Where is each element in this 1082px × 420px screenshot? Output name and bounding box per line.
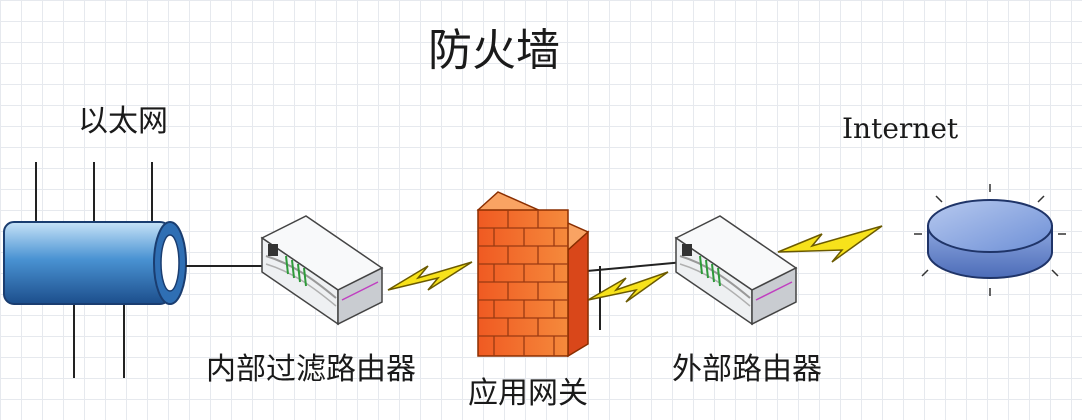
internal-router-icon (261, 215, 383, 325)
gateway-to-router-line (575, 261, 685, 273)
internet-cloud-icon (914, 184, 1066, 296)
page-title: 防火墙 (428, 25, 560, 76)
internal-filter-router-label: 内部过滤路由器 (206, 352, 416, 387)
external-router-label: 外部路由器 (672, 352, 822, 387)
lightning-link-icon (587, 271, 669, 303)
external-router-icon (675, 215, 797, 325)
ethernet-pipe (3, 221, 187, 305)
lightning-link-icon (387, 261, 473, 291)
firewall-wall-icon (476, 191, 590, 358)
internet-label: Internet (842, 112, 959, 145)
ethernet-label: 以太网 (78, 104, 168, 139)
lightning-link-icon (777, 225, 883, 263)
application-gateway-label: 应用网关 (468, 376, 588, 411)
ethernet-drop-lines (35, 162, 153, 378)
